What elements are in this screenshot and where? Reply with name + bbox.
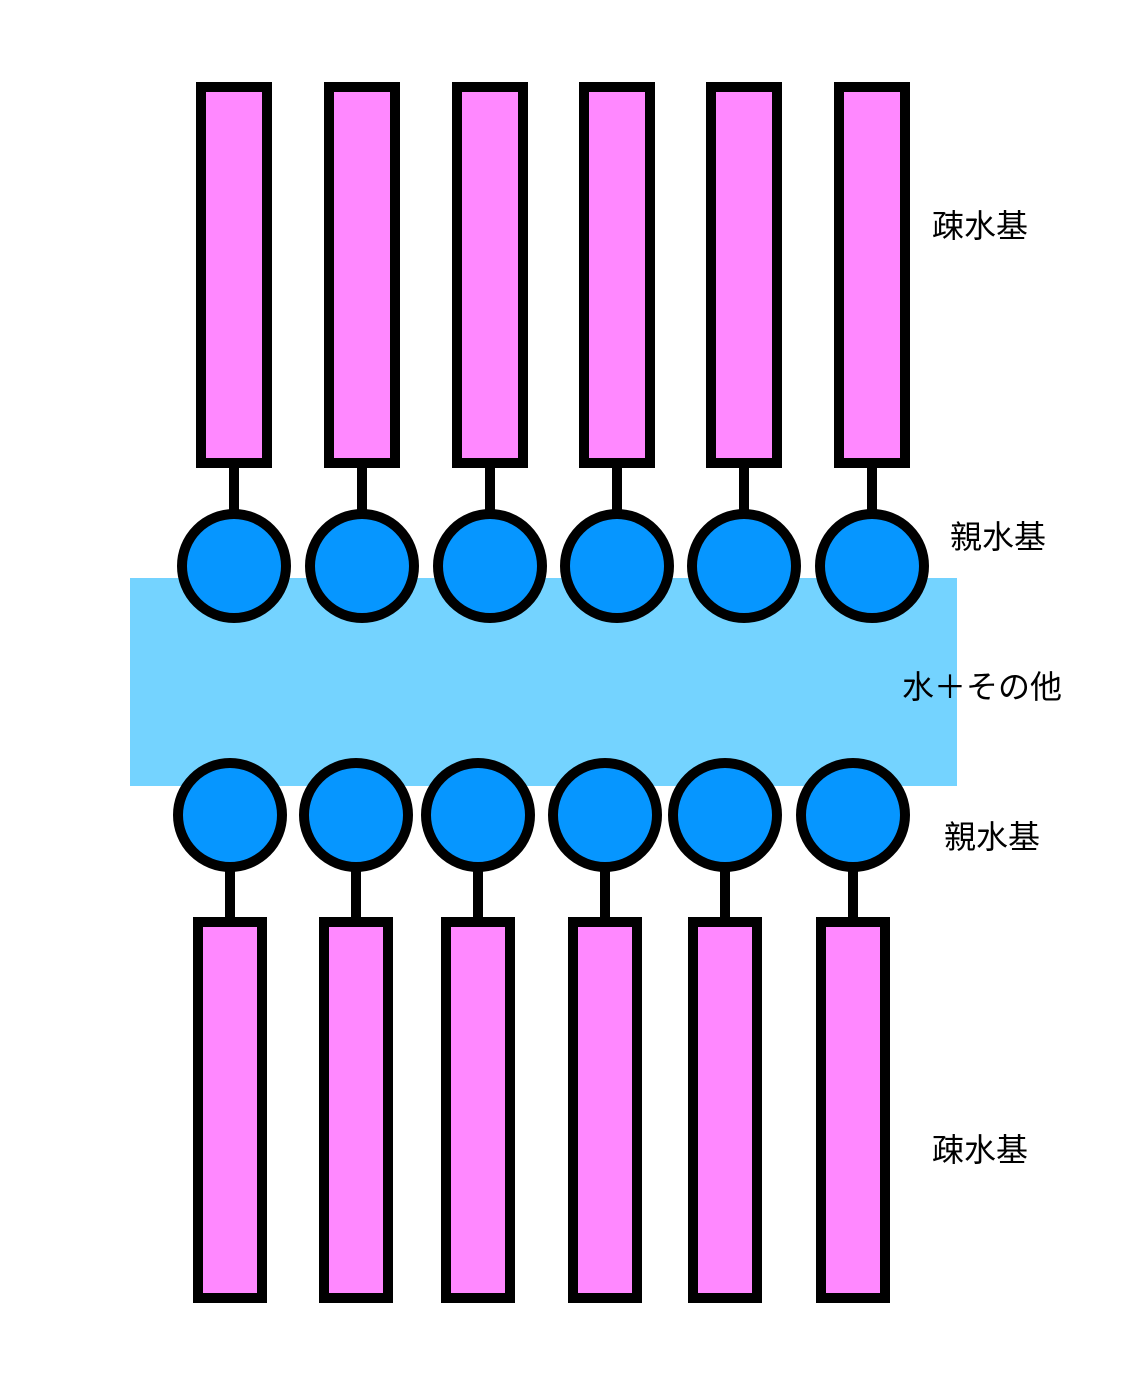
- hydrophobic-tail: [324, 82, 400, 468]
- bottom-molecule: [299, 758, 413, 1303]
- hydrophilic-head: [299, 758, 413, 872]
- water-layer: [130, 578, 957, 786]
- hydrophilic-head: [548, 758, 662, 872]
- label-water-layer: 水＋その他: [902, 668, 1062, 706]
- hydrophilic-head: [421, 758, 535, 872]
- label-hydrophilic-bottom: 親水基: [944, 818, 1040, 856]
- bottom-molecule: [548, 758, 662, 1303]
- label-hydrophobic-bottom: 疎水基: [932, 1131, 1028, 1169]
- top-molecule: [560, 82, 674, 623]
- top-molecule: [815, 82, 929, 623]
- hydrophobic-tail: [816, 917, 890, 1303]
- hydrophobic-tail: [834, 82, 910, 468]
- hydrophobic-tail: [568, 917, 642, 1303]
- top-leaflet: [177, 82, 929, 623]
- top-molecule: [433, 82, 547, 623]
- bottom-molecule: [668, 758, 782, 1303]
- top-molecule: [177, 82, 291, 623]
- label-hydrophilic-top: 親水基: [950, 518, 1046, 556]
- top-molecule: [305, 82, 419, 623]
- bottom-molecule: [421, 758, 535, 1303]
- hydrophilic-head: [668, 758, 782, 872]
- label-hydrophobic-top: 疎水基: [932, 207, 1028, 245]
- hydrophobic-tail: [688, 917, 762, 1303]
- hydrophobic-tail: [452, 82, 528, 468]
- hydrophobic-tail: [193, 917, 267, 1303]
- bottom-leaflet: [173, 758, 910, 1303]
- hydrophilic-head: [796, 758, 910, 872]
- hydrophilic-head: [560, 509, 674, 623]
- hydrophobic-tail: [196, 82, 272, 468]
- bottom-molecule: [796, 758, 910, 1303]
- hydrophilic-head: [433, 509, 547, 623]
- hydrophobic-tail: [579, 82, 655, 468]
- hydrophilic-head: [687, 509, 801, 623]
- hydrophobic-tail: [319, 917, 393, 1303]
- hydrophilic-head: [177, 509, 291, 623]
- hydrophilic-head: [305, 509, 419, 623]
- hydrophobic-tail: [706, 82, 782, 468]
- hydrophobic-tail: [441, 917, 515, 1303]
- bottom-molecule: [173, 758, 287, 1303]
- top-molecule: [687, 82, 801, 623]
- hydrophilic-head: [173, 758, 287, 872]
- hydrophilic-head: [815, 509, 929, 623]
